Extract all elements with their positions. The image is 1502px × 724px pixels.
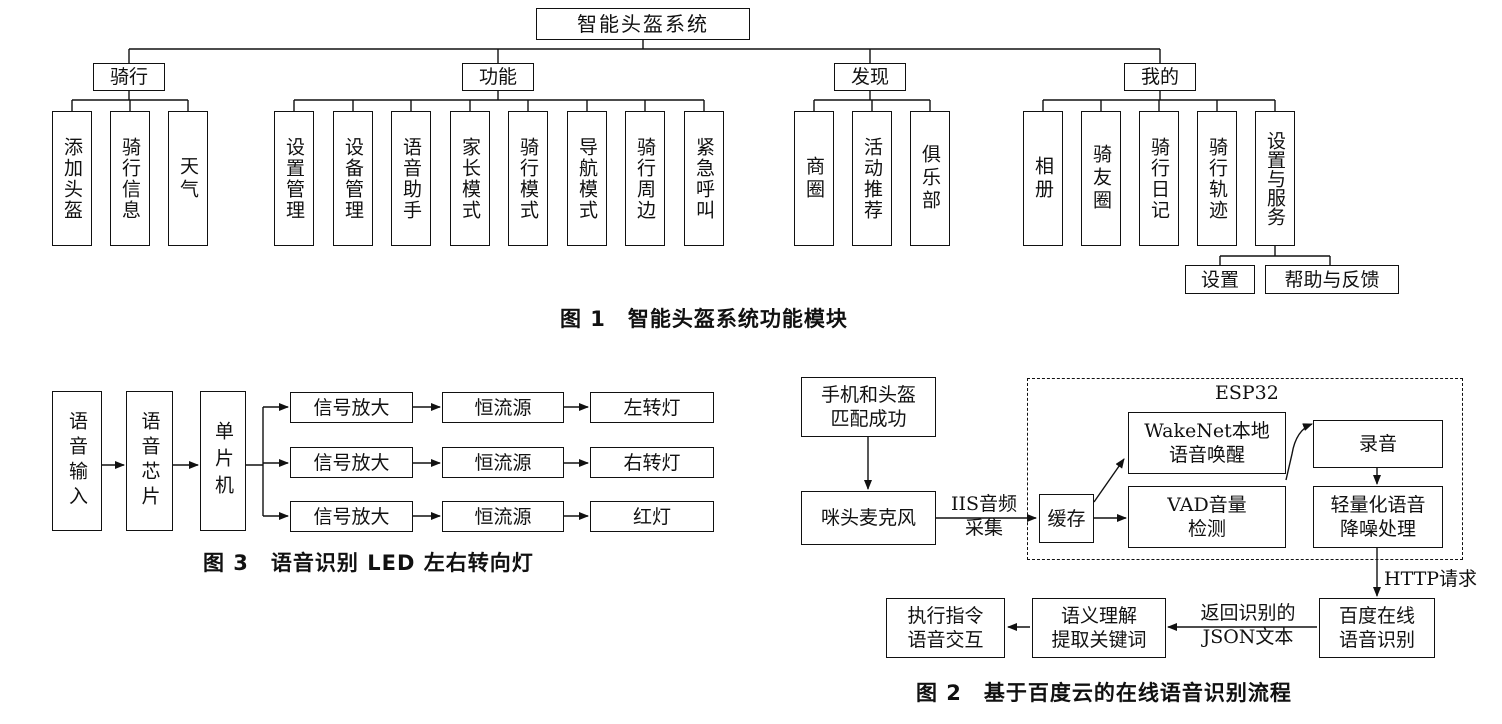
amp-node: 信号放大 [290,501,413,532]
leaf-device-mgmt: 设备管理 [333,111,373,246]
leaf-emergency-call: 紧急呼叫 [684,111,724,246]
cache-node: 缓存 [1039,494,1094,543]
wakenet-node: WakeNet本地 语音唤醒 [1128,412,1286,474]
voice-chip-node: 语音芯片 [126,391,173,531]
leaf-voice-assistant: 语音助手 [391,111,431,246]
leaf-parent-mode: 家长模式 [450,111,490,246]
leaf-ride-info: 骑行信息 [110,111,150,246]
vad-node: VAD音量 检测 [1128,486,1286,548]
baidu-asr-node: 百度在线 语音识别 [1319,598,1435,658]
denoise-node: 轻量化语音 降噪处理 [1313,486,1443,548]
esp32-label: ESP32 [1215,382,1279,404]
record-node: 录音 [1313,420,1443,468]
esp32-boundary [1027,378,1463,560]
semantic-node: 语义理解 提取关键词 [1032,598,1166,658]
execute-node: 执行指令 语音交互 [886,598,1005,658]
root-node: 智能头盔系统 [536,8,750,40]
red-light-node: 红灯 [590,501,714,532]
group-node-mine: 我的 [1124,63,1196,91]
leaf-settings-service: 设置与服务 [1255,111,1295,246]
leaf-ride-mode: 骑行模式 [508,111,548,246]
current-source-node: 恒流源 [442,447,564,478]
iis-capture-label: IIS音频 采集 [950,493,1018,539]
current-source-node: 恒流源 [442,392,564,423]
leaf-album: 相册 [1023,111,1063,246]
voice-input-node: 语音输入 [52,391,102,531]
leaf-ride-nearby: 骑行周边 [625,111,665,246]
left-turn-light-node: 左转灯 [590,392,714,423]
leaf-club: 俱乐部 [910,111,950,246]
group-node-ride: 骑行 [93,63,165,91]
group-node-function: 功能 [462,63,534,91]
leaf-add-helmet: 添加头盔 [52,111,92,246]
right-turn-light-node: 右转灯 [590,447,714,478]
amp-node: 信号放大 [290,392,413,423]
json-return-label: 返回识别的 JSON文本 [1200,602,1296,648]
leaf-nav-mode: 导航模式 [567,111,607,246]
group-node-discover: 发现 [834,63,906,91]
leaf-business-circle: 商圈 [794,111,834,246]
leaf-ride-track: 骑行轨迹 [1197,111,1237,246]
figure-1-caption: 图 1 智能头盔系统功能模块 [560,307,848,331]
amp-node: 信号放大 [290,447,413,478]
leaf-weather: 天气 [168,111,208,246]
mcu-node: 单片机 [200,391,246,531]
microphone-node: 咪头麦克风 [801,491,936,545]
figure-2-caption: 图 2 基于百度云的在线语音识别流程 [916,681,1292,705]
figure-3-caption: 图 3 语音识别 LED 左右转向灯 [203,551,534,575]
leaf-settings: 设置 [1185,265,1255,294]
http-request-label: HTTP请求 [1384,568,1478,590]
pairing-node: 手机和头盔 匹配成功 [801,377,936,437]
leaf-settings-mgmt: 设置管理 [274,111,314,246]
current-source-node: 恒流源 [442,501,564,532]
leaf-help-feedback: 帮助与反馈 [1265,265,1399,294]
leaf-activity-recommend: 活动推荐 [852,111,892,246]
leaf-ride-diary: 骑行日记 [1139,111,1179,246]
leaf-rider-circle: 骑友圈 [1081,111,1121,246]
